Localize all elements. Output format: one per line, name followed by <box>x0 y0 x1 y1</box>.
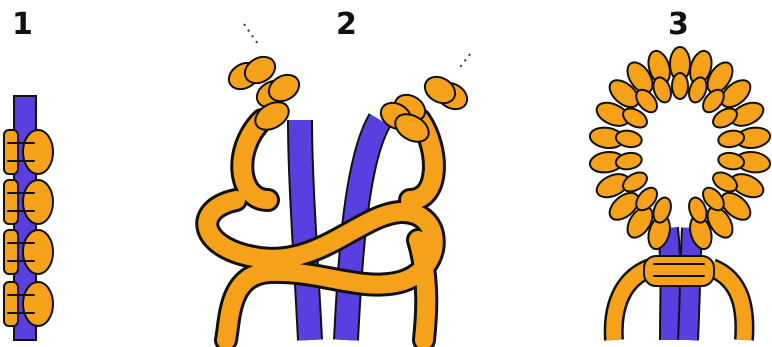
step-2-left-tail <box>244 24 258 44</box>
step-3-knot-ring <box>589 47 772 252</box>
step-3-binding-knot <box>644 256 714 286</box>
step-1-knot <box>4 230 53 274</box>
step-1-knot <box>4 130 53 174</box>
step-2-label: 2 <box>336 7 357 42</box>
step-1-label: 1 <box>12 7 33 42</box>
step-3-ring-knot <box>672 73 688 99</box>
step-3-label: 3 <box>668 7 689 42</box>
step-2-right-knot-cluster <box>376 72 472 148</box>
step-2-right-tail <box>458 54 470 70</box>
step-1-panel: 1 <box>4 7 53 340</box>
step-2-panel: 2 <box>207 7 472 340</box>
step-1-knot <box>4 180 53 224</box>
step-1-knot <box>4 282 53 326</box>
step-3-panel: 3 <box>589 7 772 340</box>
